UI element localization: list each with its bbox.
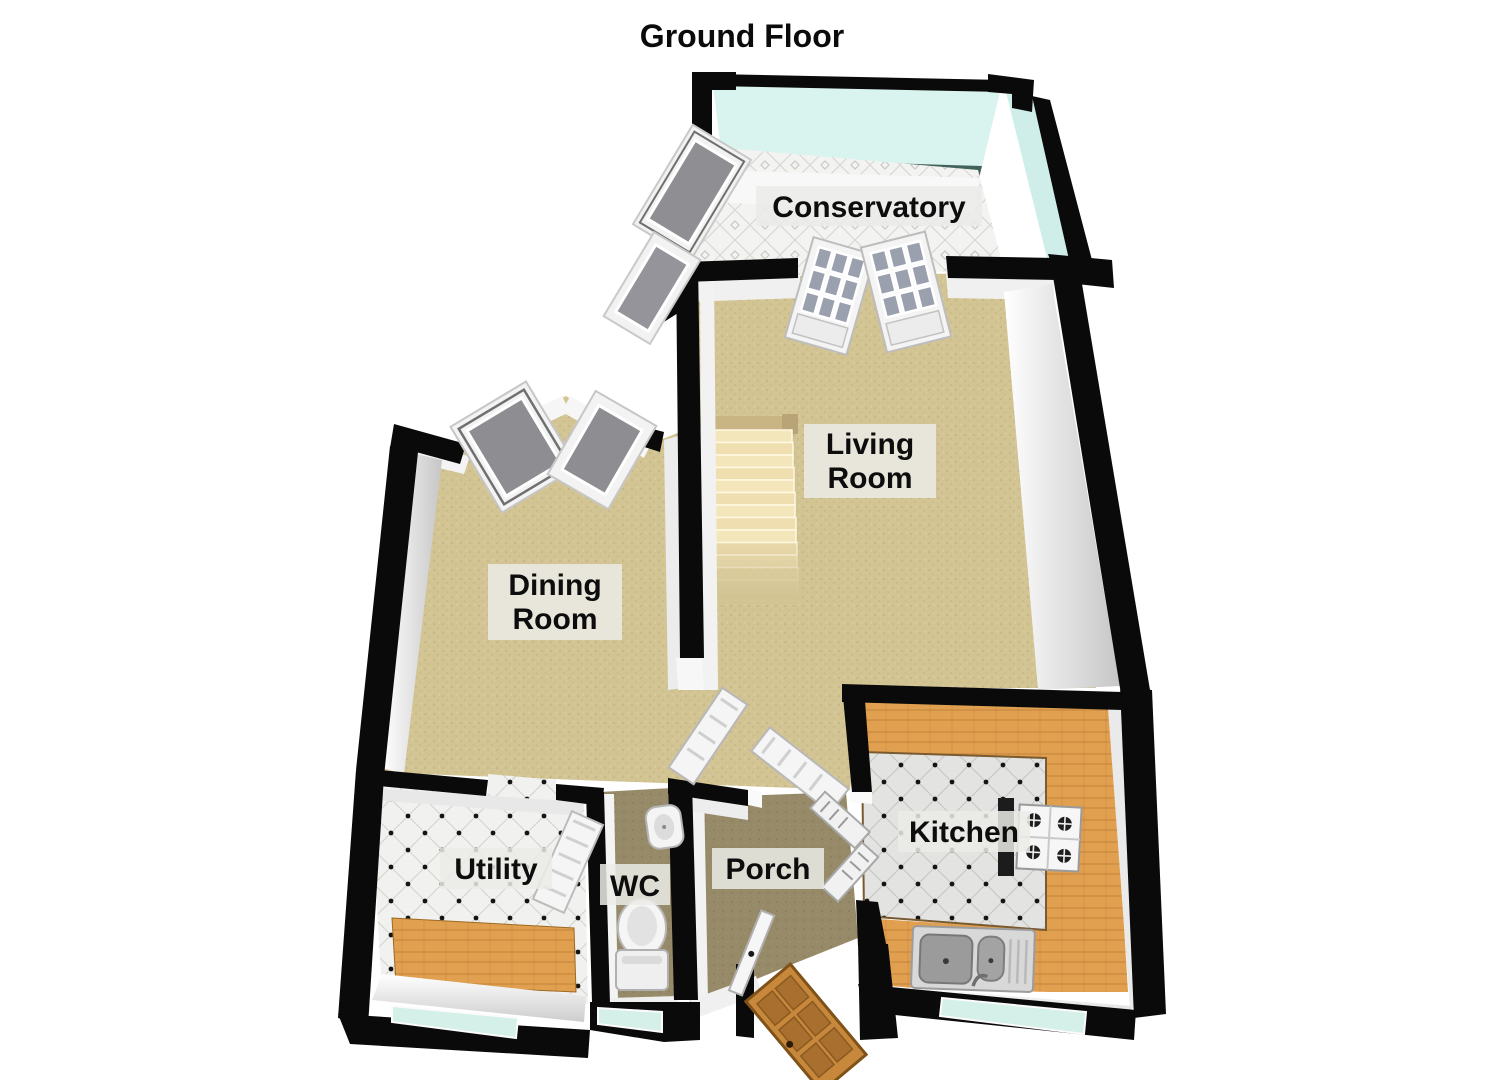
wc-toilet [615, 898, 669, 991]
stair-landing-edge [698, 416, 796, 430]
label-text-kitchen: Kitchen [909, 816, 1019, 849]
wc-window [597, 1006, 663, 1034]
porch-door-slab [727, 909, 776, 997]
label-bg-living [804, 424, 936, 498]
label-text-dining-2: Room [513, 603, 598, 636]
kitchen-counter-top [856, 696, 1114, 762]
conservatory-glass-top [712, 78, 1002, 166]
dining-bay-window-left [449, 380, 579, 514]
room-labels: Conservatory Living Room Dining Room Uti… [440, 186, 1030, 905]
label-bg-utility [440, 848, 552, 889]
porch-floor [682, 792, 858, 1002]
label-text-porch: Porch [725, 853, 810, 886]
utility-doorway-floor [488, 774, 556, 800]
front-door [743, 962, 869, 1080]
conservatory-window-2 [602, 230, 702, 346]
label-porch: Porch [712, 848, 824, 889]
label-bg-dining [488, 564, 622, 640]
label-dining-room: Dining Room [488, 564, 622, 640]
label-text-living-2: Room [828, 462, 913, 495]
label-text-conservatory: Conservatory [772, 191, 966, 224]
living-right-wall-face [1004, 284, 1120, 690]
label-text-wc: WC [610, 870, 660, 903]
page-title: Ground Floor [640, 18, 844, 54]
label-text-living-1: Living [826, 428, 914, 461]
dining-bay-window-right [546, 389, 658, 511]
label-bg-conservatory [756, 186, 982, 226]
french-door-left [783, 235, 877, 357]
label-bg-porch [712, 848, 824, 889]
utility-counter [391, 917, 577, 993]
wc-basin [644, 804, 685, 850]
kitchen-door-panel-2 [820, 840, 880, 904]
label-conservatory: Conservatory [756, 186, 982, 226]
hall-door-left [667, 686, 749, 786]
label-bg-wc [600, 864, 670, 905]
kitchen-door-panel-1 [808, 790, 872, 850]
fixtures [615, 798, 1083, 994]
dining-left-wall-face [382, 454, 442, 774]
label-text-dining-1: Dining [508, 569, 601, 602]
kitchen-hob [1015, 803, 1083, 873]
kitchen-sink [910, 925, 1036, 994]
label-living-room: Living Room [804, 424, 936, 498]
label-wc: WC [600, 864, 670, 905]
conservatory-glass-right [1006, 92, 1072, 262]
title: Ground Floor [640, 18, 844, 54]
label-bg-kitchen [898, 811, 1030, 852]
bottom-wall-windows [391, 996, 1088, 1040]
stair-newel [782, 414, 798, 434]
doors-and-windows [449, 123, 953, 1080]
label-text-utility: Utility [454, 853, 538, 886]
conservatory-window-1 [631, 123, 753, 261]
kitchen-window [938, 996, 1088, 1036]
label-utility: Utility [440, 848, 552, 889]
label-kitchen: Kitchen [898, 811, 1030, 852]
utility-window [391, 1004, 520, 1040]
french-door-right [859, 230, 953, 354]
